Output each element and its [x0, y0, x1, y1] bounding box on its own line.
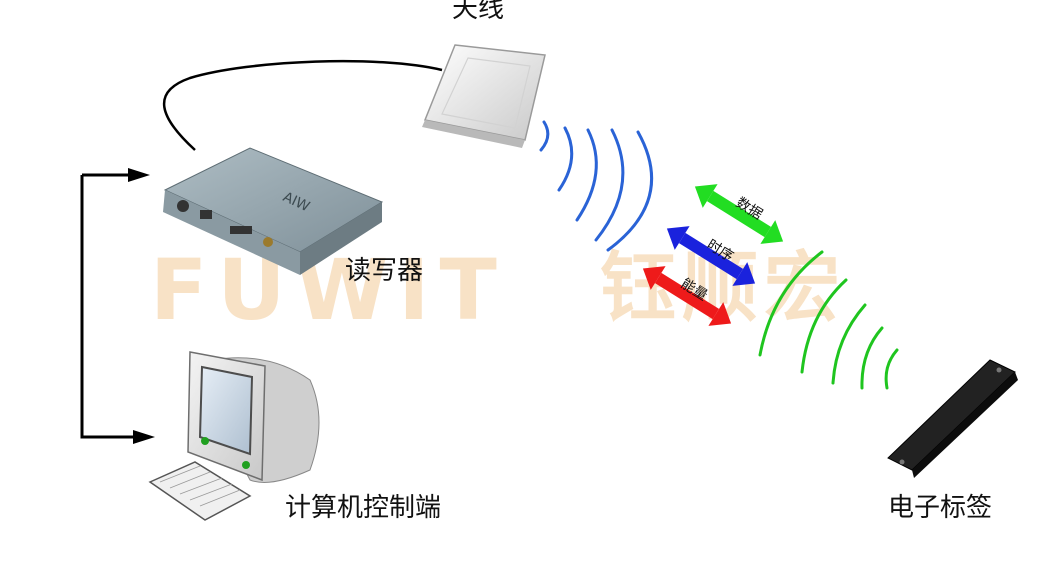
- computer-label: 计算机控制端: [285, 493, 442, 523]
- timing-arrow: [666, 226, 756, 286]
- arrow-to-reader-icon: [128, 168, 150, 182]
- energy-arrow: [642, 266, 732, 326]
- reader-icon: AIW: [163, 147, 384, 275]
- data-arrow: [694, 184, 784, 244]
- antenna-label: 天线: [452, 0, 505, 24]
- connector-lines: [80, 173, 135, 439]
- antenna-wave-icons: [539, 120, 654, 252]
- tag-label: 电子标签: [888, 493, 993, 523]
- antenna-cable: [162, 59, 443, 151]
- tag-icon: [887, 359, 1018, 478]
- arrow-to-computer-icon: [133, 430, 155, 444]
- reader-label: 读写器: [345, 256, 424, 286]
- tag-wave-icons: [758, 250, 899, 390]
- watermark-latin: FUWIT: [150, 241, 507, 339]
- computer-icon: [148, 351, 320, 521]
- antenna-icon: [422, 44, 546, 148]
